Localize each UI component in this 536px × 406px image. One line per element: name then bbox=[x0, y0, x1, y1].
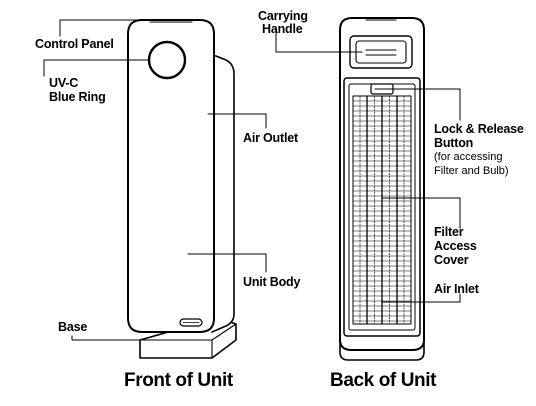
leader-air-outlet bbox=[207, 113, 267, 129]
leader-air-inlet bbox=[381, 293, 461, 303]
label-lock-line2: Button bbox=[434, 136, 474, 150]
caption-back: Back of Unit bbox=[330, 370, 437, 391]
label-lock-note2: Filter and Bulb) bbox=[434, 165, 509, 177]
front-badge bbox=[179, 318, 203, 327]
label-carrying-line1: Carrying bbox=[258, 9, 308, 23]
back-unit bbox=[339, 17, 425, 361]
label-lock-note1: (for accessing bbox=[434, 151, 503, 163]
leader-carrying bbox=[275, 31, 363, 53]
label-uvc-line1: UV-C bbox=[49, 76, 79, 90]
filter-access-cover bbox=[343, 77, 421, 337]
label-control-panel: Control Panel bbox=[35, 37, 114, 51]
caption-front: Front of Unit bbox=[124, 370, 233, 391]
label-carrying-line2: Handle bbox=[262, 22, 303, 36]
leader-uvc bbox=[43, 59, 151, 77]
label-unit-body: Unit Body bbox=[243, 275, 301, 289]
label-filter-line1: Filter bbox=[434, 225, 464, 239]
leader-unit-body bbox=[187, 253, 267, 273]
label-lock-line1: Lock & Release bbox=[434, 122, 524, 136]
front-body bbox=[127, 19, 215, 333]
leader-lock bbox=[381, 88, 461, 121]
leader-base bbox=[71, 335, 153, 341]
callout-lines bbox=[43, 19, 461, 341]
label-base: Base bbox=[58, 320, 88, 334]
label-filter-line2: Access bbox=[434, 239, 477, 253]
leader-control-panel bbox=[59, 19, 161, 37]
leader-filter bbox=[381, 197, 461, 229]
label-uvc-line2: Blue Ring bbox=[49, 90, 106, 104]
label-air-inlet: Air Inlet bbox=[434, 282, 479, 296]
front-unit bbox=[127, 19, 237, 359]
label-air-outlet: Air Outlet bbox=[243, 131, 298, 145]
label-filter-line3: Cover bbox=[434, 253, 469, 267]
